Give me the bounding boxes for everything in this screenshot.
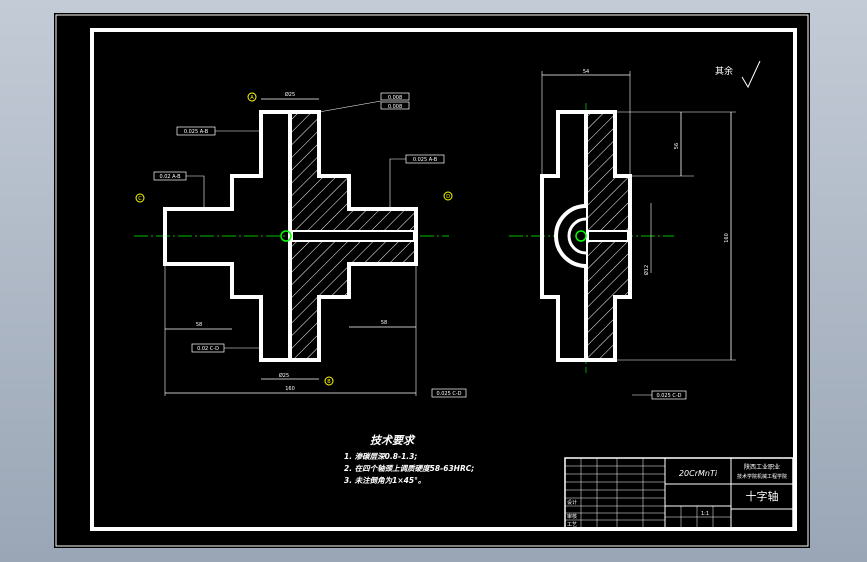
svg-text:0.025 A-B: 0.025 A-B [413, 157, 438, 163]
inner-border [90, 28, 797, 531]
right-view-oil-channel [587, 230, 629, 242]
datum-c-circle [135, 193, 145, 203]
dim-bottom-tol: Ø25 [279, 372, 289, 379]
fcf-right: 0.025 C-D [651, 390, 687, 400]
tech-item-1: 1. 渗碳层深0.8-1.3; [344, 452, 417, 461]
scale: 1:1 [701, 511, 709, 517]
left-view-center-hole [280, 230, 292, 242]
tech-requirements: 技术要求 1. 渗碳层深0.8-1.3; 2. 在四个轴颈上调质硬度58-63H… [344, 434, 474, 485]
school-line-1: 陕西工业职业 [744, 463, 780, 471]
svg-text:0.02 C-D: 0.02 C-D [197, 346, 219, 352]
right-view: 54 56 160 Ø12 0.025 C-D 其余 [509, 60, 761, 400]
dim-right-small: Ø12 [643, 265, 650, 275]
fcf-top-a: 0.008 [380, 92, 410, 101]
fcf-upper-left: 0.025 A-B [176, 126, 216, 136]
tech-item-2: 2. 在四个轴颈上调质硬度58-63HRC; [344, 464, 474, 473]
surface-finish-label: 其余 [715, 65, 733, 77]
datum-b-label: B [327, 379, 331, 385]
dim-right-side-a: 56 [674, 143, 680, 149]
title-block: 设计 审核 工艺 20CrMnTi 陕西工业职业 技术学院机械工程学院 十字轴 … [564, 457, 794, 529]
svg-text:0.02 A-B: 0.02 A-B [159, 174, 181, 180]
tech-item-3: 3. 未注倒角为1×45°。 [344, 476, 425, 485]
dim-top-tol: Ø25 [285, 91, 295, 98]
tech-heading: 技术要求 [370, 434, 416, 447]
right-view-semicircle [554, 204, 587, 268]
fcf-lower-left: 0.02 C-D [191, 343, 225, 353]
material: 20CrMnTi [679, 469, 718, 478]
title-block-frame [564, 457, 794, 529]
part-name: 十字轴 [746, 489, 779, 503]
school-line-2: 技术学院机械工程学院 [737, 473, 787, 480]
svg-text:0.025 A-B: 0.025 A-B [184, 129, 209, 135]
svg-text:0.025 C-D: 0.025 C-D [656, 393, 681, 399]
drawing-canvas: 160 58 58 Ø25 Ø25 A B C D 0.008 0.008 0.… [55, 14, 809, 547]
fcf-top-b: 0.008 [380, 101, 410, 110]
datum-d-label: D [446, 194, 450, 200]
right-view-solid-outline [540, 110, 586, 362]
leader-fcf-mid-left [186, 175, 205, 209]
drawing-sheet: 160 58 58 Ø25 Ø25 A B C D 0.008 0.008 0.… [54, 13, 810, 548]
row-label-process: 工艺 [567, 522, 577, 528]
datum-d-circle [443, 191, 453, 201]
left-view-solid-outline [163, 110, 290, 362]
datum-c-label: C [138, 196, 142, 202]
svg-text:0.025 C-D: 0.025 C-D [436, 391, 461, 397]
left-view-oil-channel [291, 230, 415, 242]
datum-b-circle [324, 376, 334, 386]
outer-border [55, 14, 809, 547]
row-label-review: 审核 [567, 513, 577, 520]
fcf-bottom: 0.025 C-D [431, 388, 467, 398]
dim-half-right: 58 [381, 320, 387, 326]
leader-fcf-top [318, 100, 382, 113]
leader-fcf-upper-right [389, 158, 406, 209]
left-view: 160 58 58 Ø25 Ø25 A B C D 0.008 0.008 0.… [134, 91, 467, 398]
surface-finish-icon [741, 60, 761, 89]
svg-text:0.008: 0.008 [388, 104, 402, 110]
right-view-inner-arc [567, 217, 587, 255]
dim-right-side-b: 160 [724, 233, 730, 243]
dim-half-left: 58 [196, 322, 202, 328]
right-view-center-hole [575, 230, 587, 242]
dim-right-top: 54 [583, 69, 589, 75]
datum-a-circle [247, 92, 257, 102]
datum-a-label: A [250, 95, 254, 101]
row-label-design: 设计 [567, 499, 577, 506]
fcf-mid-left: 0.02 A-B [153, 171, 187, 181]
dim-overall: 160 [285, 386, 295, 392]
fcf-upper-right: 0.025 A-B [405, 154, 445, 164]
svg-text:0.008: 0.008 [388, 95, 402, 101]
